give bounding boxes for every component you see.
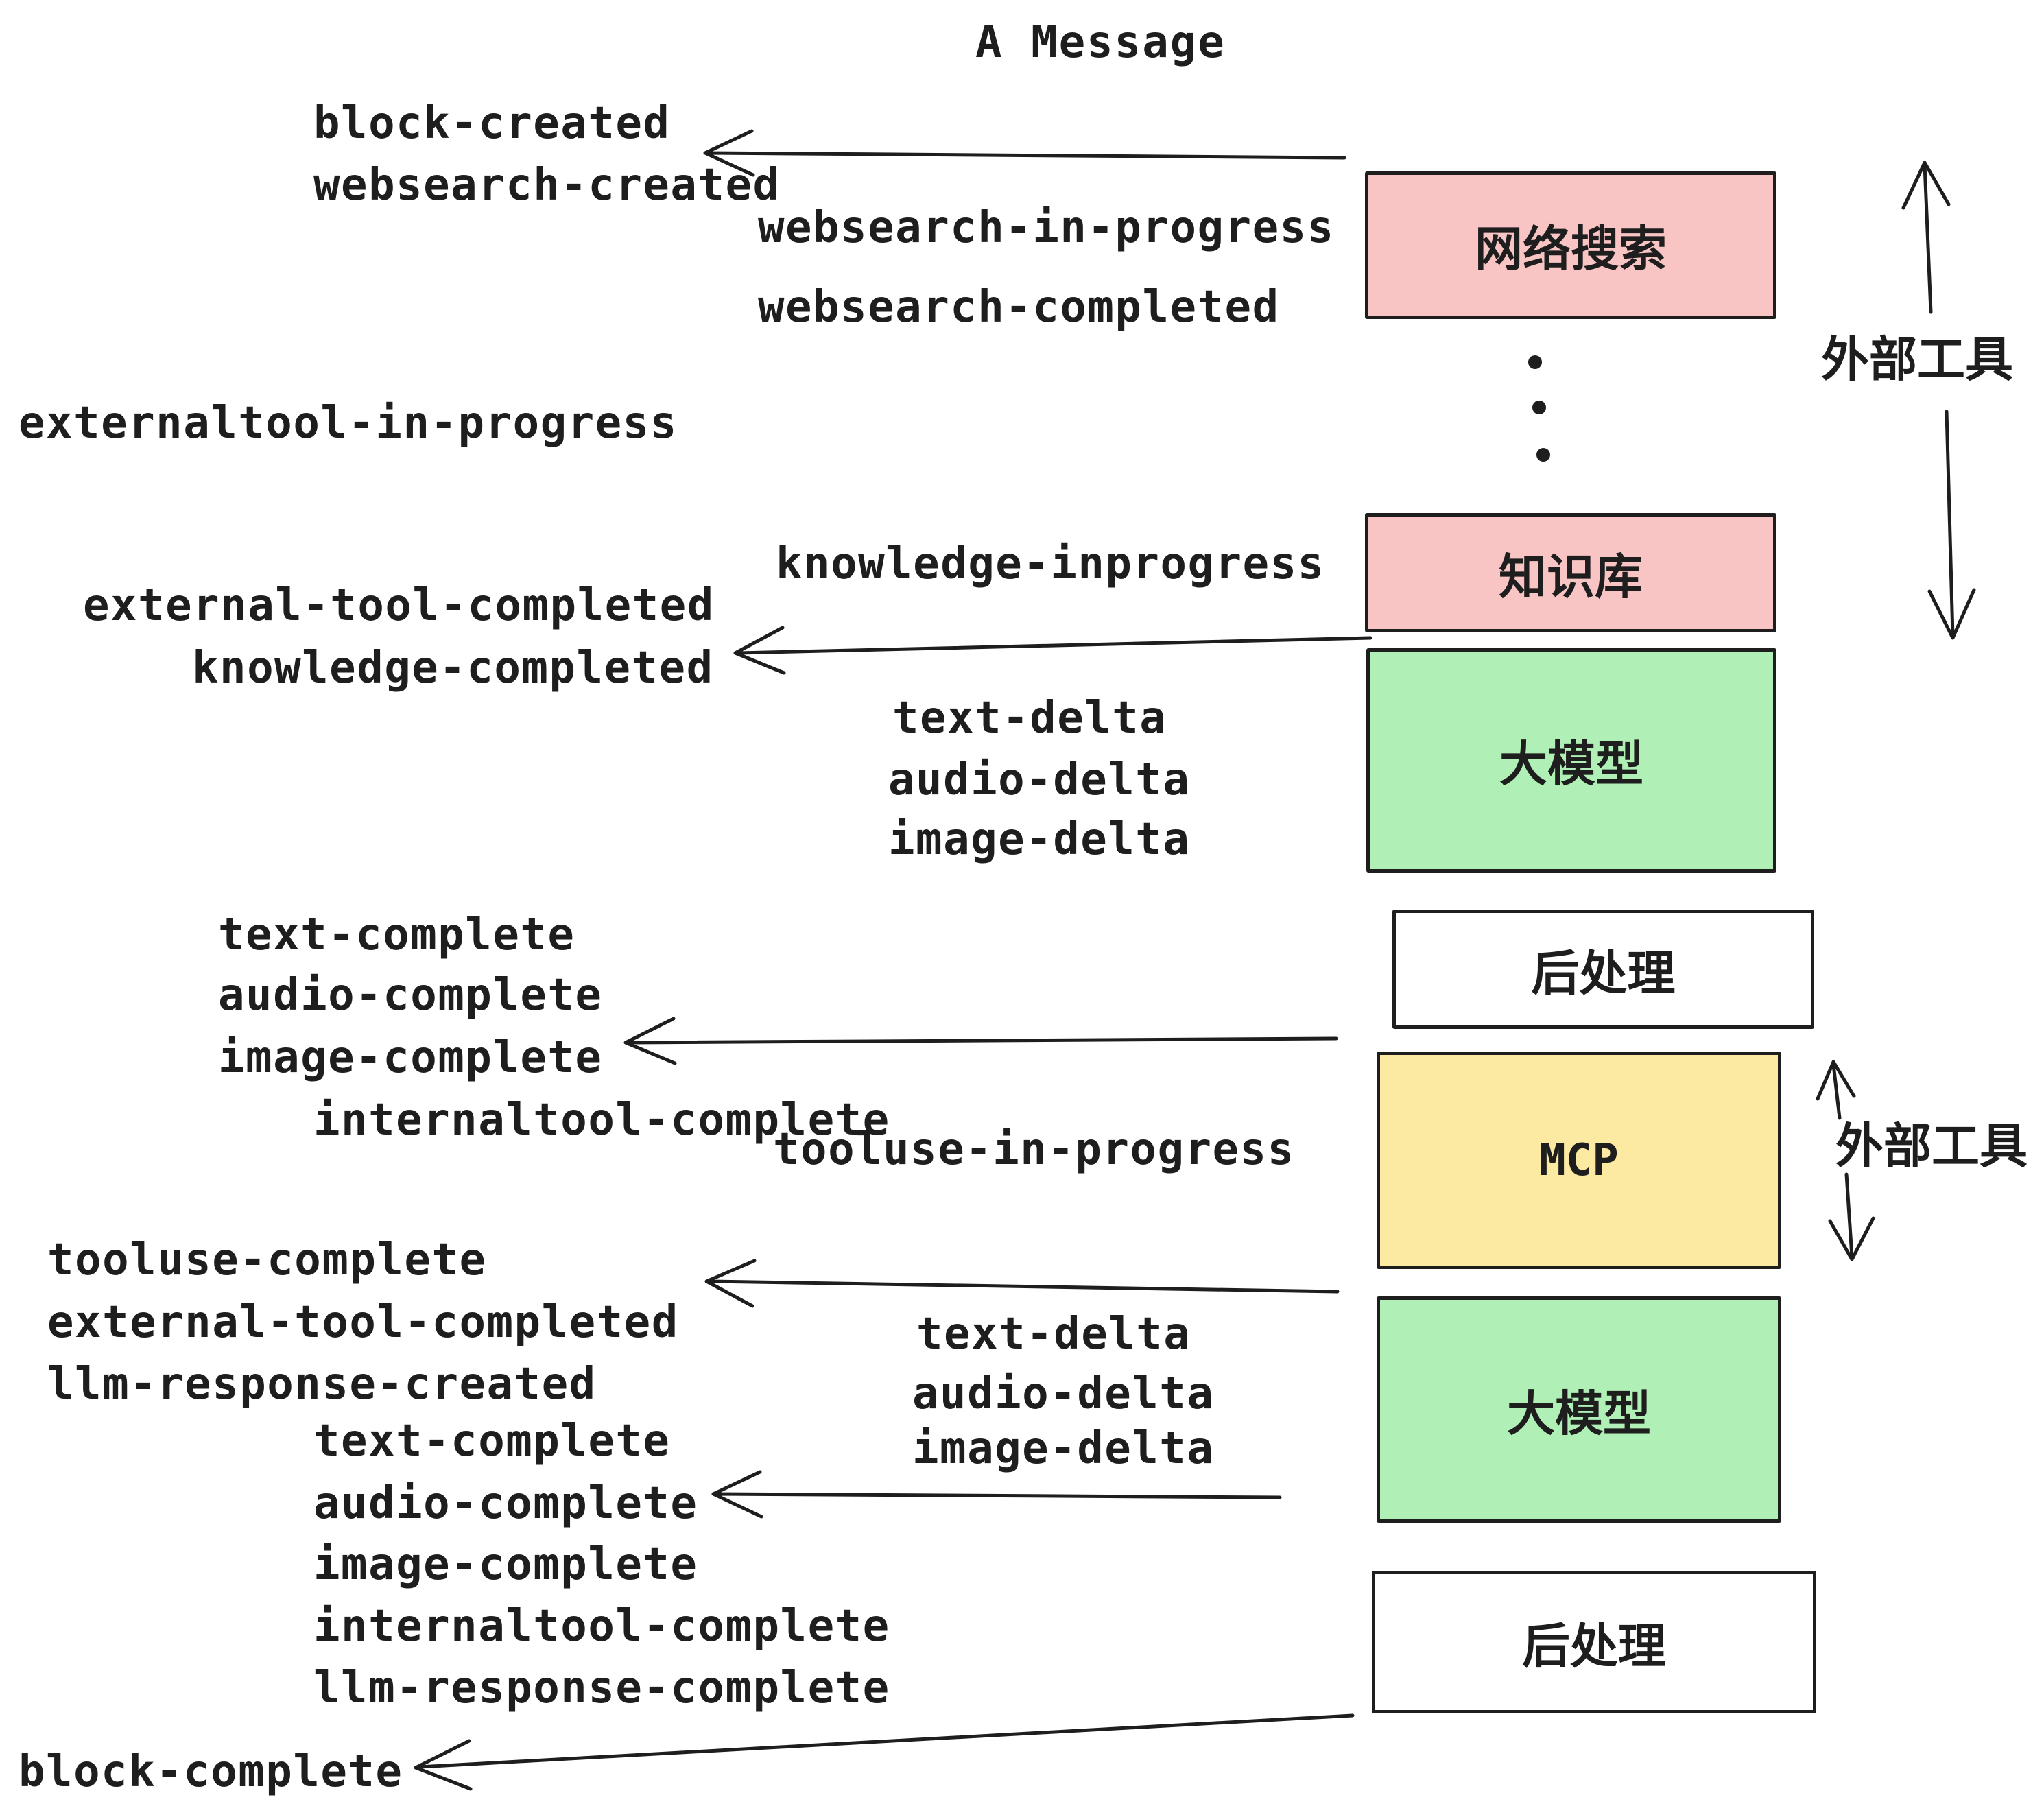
- label-text-complete: text-complete: [218, 910, 575, 960]
- label-tooluse-complete: tooluse-complete: [47, 1235, 487, 1285]
- label-text-complete-2: text-complete: [313, 1416, 671, 1467]
- label-external-tool-completed: external-tool-completed: [83, 580, 715, 631]
- label-externaltool-in-progress: externaltool-in-progress: [19, 398, 678, 449]
- label-text-delta-2: text-delta: [916, 1309, 1191, 1360]
- label-image-delta: image-delta: [888, 814, 1191, 865]
- arrow-to-audio-complete-2: [711, 1470, 1282, 1519]
- box-knowledge-label: 知识库: [1499, 549, 1643, 604]
- label-internaltool-complete: internaltool-complete: [313, 1095, 890, 1146]
- label-external-tools-top: 外部工具: [1821, 333, 2013, 386]
- ellipsis-dots: [1528, 355, 1550, 462]
- external-tools-bottom-arrow-up: [1816, 1060, 1856, 1120]
- label-audio-delta-2: audio-delta: [912, 1368, 1215, 1419]
- external-tools-top-arrow-up: [1901, 161, 1951, 314]
- external-tools-top-arrow-down: [1927, 410, 1976, 640]
- label-internaltool-complete-2: internaltool-complete: [313, 1601, 890, 1652]
- label-text-delta: text-delta: [892, 693, 1167, 744]
- label-websearch-created: websearch-created: [313, 160, 781, 211]
- arrow-to-websearch-created: [703, 129, 1346, 177]
- arrow-to-block-complete: [414, 1713, 1355, 1791]
- arrow-to-tooluse-complete: [704, 1259, 1340, 1308]
- box-llm-2-label: 大模型: [1507, 1386, 1651, 1440]
- box-mcp-label: MCP: [1539, 1135, 1619, 1186]
- label-block-created: block-created: [313, 98, 671, 149]
- box-knowledge: 知识库: [1365, 513, 1776, 632]
- box-postprocess-2: 后处理: [1372, 1571, 1816, 1713]
- diagram-title: A Message: [975, 17, 1226, 68]
- box-websearch: 网络搜索: [1365, 171, 1776, 319]
- label-llm-response-created: llm-response-created: [47, 1359, 597, 1410]
- box-postprocess-2-label: 后处理: [1522, 1619, 1666, 1673]
- label-audio-delta: audio-delta: [888, 755, 1191, 805]
- box-postprocess-1-label: 后处理: [1531, 946, 1676, 1000]
- external-tools-bottom-arrow-down: [1828, 1172, 1875, 1261]
- label-external-tools-bottom: 外部工具: [1835, 1119, 2028, 1173]
- box-websearch-label: 网络搜索: [1475, 222, 1667, 276]
- label-knowledge-completed: knowledge-completed: [192, 643, 714, 693]
- label-image-delta-2: image-delta: [912, 1423, 1215, 1474]
- label-websearch-completed: websearch-completed: [758, 282, 1280, 333]
- label-audio-complete: audio-complete: [218, 970, 603, 1021]
- box-llm-1-label: 大模型: [1499, 737, 1643, 791]
- label-block-complete: block-complete: [19, 1746, 403, 1797]
- label-llm-response-complete: llm-response-complete: [313, 1663, 890, 1713]
- box-postprocess-1: 后处理: [1392, 910, 1814, 1029]
- box-llm-1: 大模型: [1366, 648, 1776, 873]
- label-audio-complete-2: audio-complete: [313, 1478, 698, 1529]
- label-external-tool-completed-2: external-tool-completed: [47, 1297, 679, 1348]
- label-tooluse-in-progress: tooluse-in-progress: [773, 1124, 1295, 1175]
- label-image-complete: image-complete: [218, 1032, 603, 1083]
- label-knowledge-inprogress: knowledge-inprogress: [776, 538, 1325, 589]
- arrow-to-image-complete: [623, 1017, 1338, 1065]
- label-websearch-in-progress: websearch-in-progress: [758, 202, 1335, 253]
- label-image-complete-2: image-complete: [313, 1539, 698, 1590]
- arrow-to-knowledge-completed: [733, 626, 1372, 675]
- box-mcp: MCP: [1377, 1052, 1781, 1269]
- box-llm-2: 大模型: [1377, 1296, 1781, 1523]
